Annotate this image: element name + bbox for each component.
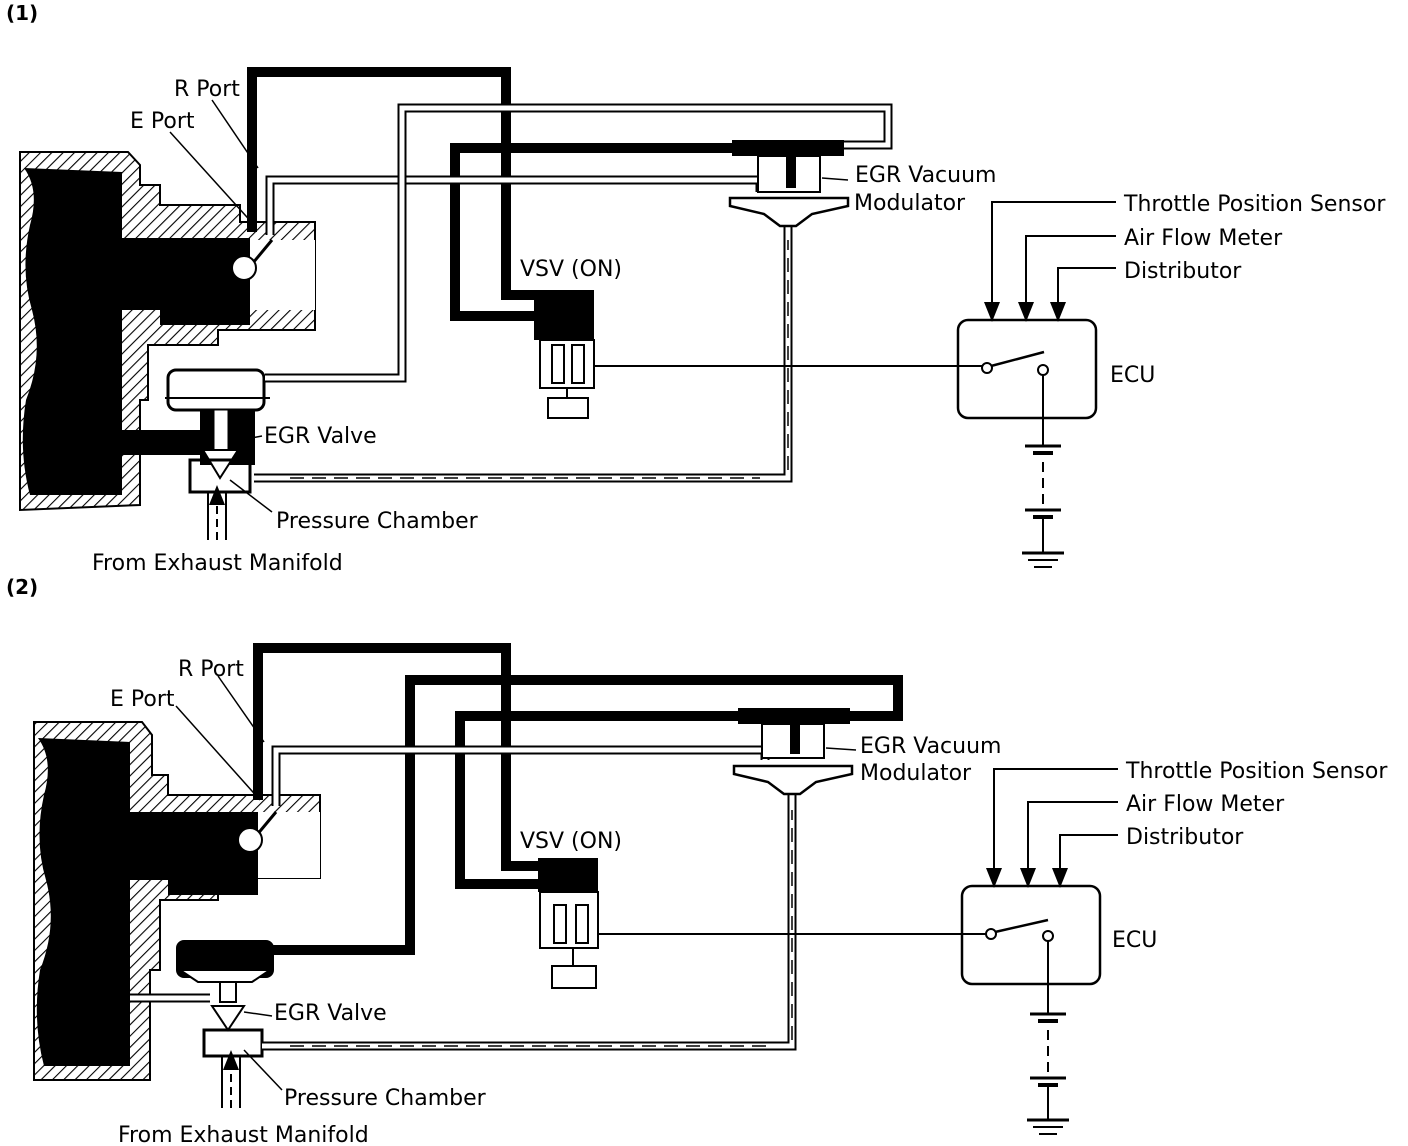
label-modulator: Modulator <box>860 761 972 786</box>
label-air-flow-meter: Air Flow Meter <box>1124 226 1283 251</box>
ecu <box>960 884 1102 986</box>
label-r-port: R Port <box>174 77 240 102</box>
label-air-flow-meter: Air Flow Meter <box>1126 792 1285 817</box>
panel-number: (2) <box>6 575 38 599</box>
battery-ground <box>1027 941 1069 1135</box>
label-from-exhaust: From Exhaust Manifold <box>92 551 343 576</box>
vsv <box>534 290 595 419</box>
egr-vacuum-modulator <box>728 140 850 228</box>
exhaust-inlet <box>221 1050 241 1108</box>
label-e-port: E Port <box>110 687 175 712</box>
label-throttle-sensor: Throttle Position Sensor <box>1123 192 1386 217</box>
sensor-wires <box>986 768 1118 888</box>
intake-manifold <box>33 721 321 1081</box>
label-egr-valve: EGR Valve <box>274 1001 387 1026</box>
label-vsv: VSV (ON) <box>520 829 622 854</box>
label-distributor: Distributor <box>1124 259 1242 284</box>
panel-number: (1) <box>6 1 38 25</box>
label-egr-vacuum: EGR Vacuum <box>860 734 1001 759</box>
label-r-port: R Port <box>178 657 244 682</box>
label-modulator: Modulator <box>854 191 966 216</box>
ecu <box>956 318 1098 420</box>
label-ecu: ECU <box>1110 363 1155 388</box>
panel-2: (2) <box>6 575 1388 1146</box>
intake-manifold <box>19 151 316 512</box>
leader-lines <box>169 99 849 513</box>
label-vsv: VSV (ON) <box>520 257 622 282</box>
label-pressure-chamber: Pressure Chamber <box>284 1086 487 1111</box>
leader-lines <box>175 675 857 1091</box>
label-from-exhaust: From Exhaust Manifold <box>118 1123 369 1146</box>
vsv <box>538 858 599 989</box>
label-ecu: ECU <box>1112 928 1157 953</box>
battery-ground <box>1022 375 1064 568</box>
label-throttle-sensor: Throttle Position Sensor <box>1125 759 1388 784</box>
sensor-wires <box>984 201 1116 322</box>
label-pressure-chamber: Pressure Chamber <box>276 509 479 534</box>
label-distributor: Distributor <box>1126 825 1244 850</box>
label-egr-vacuum: EGR Vacuum <box>855 163 996 188</box>
panel-1: (1) <box>6 1 1386 576</box>
exhaust-inlet <box>207 485 227 540</box>
egr-vacuum-modulator <box>732 708 854 796</box>
label-e-port: E Port <box>130 109 195 134</box>
egr-valve <box>120 368 270 494</box>
label-egr-valve: EGR Valve <box>264 424 377 449</box>
